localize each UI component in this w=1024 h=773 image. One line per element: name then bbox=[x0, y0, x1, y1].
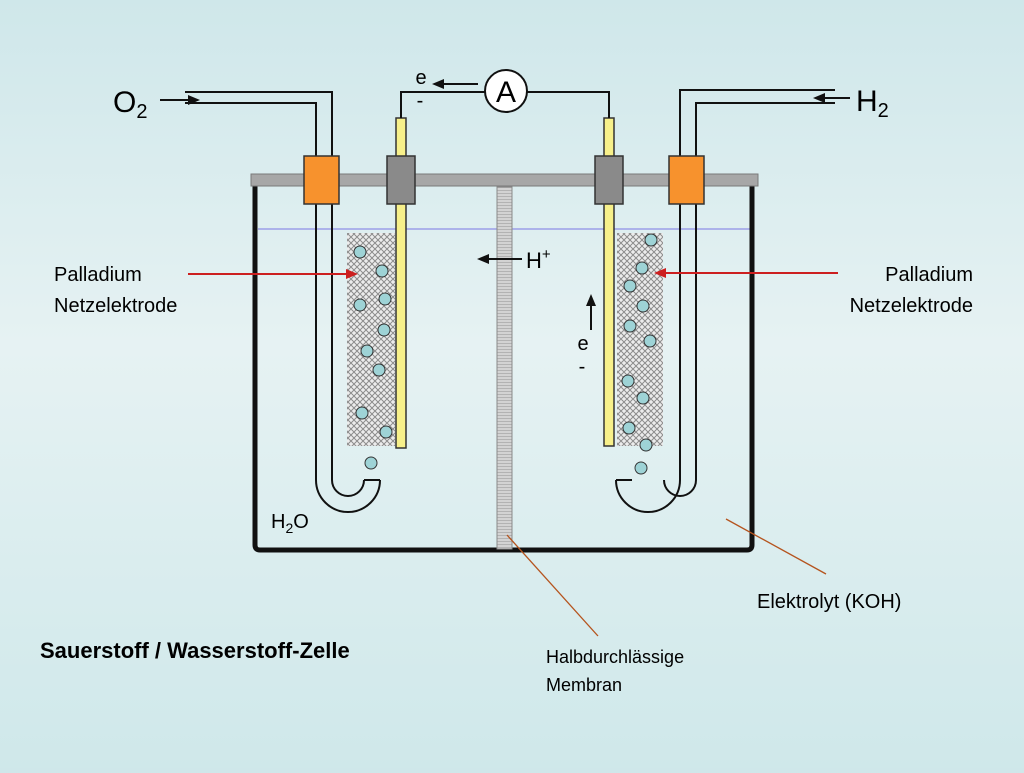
membrane-leader-line bbox=[506, 534, 599, 637]
electrode-label-right-line1: Palladium bbox=[885, 264, 973, 286]
membrane-label-line2: Membran bbox=[546, 675, 622, 695]
gas-bubble bbox=[636, 299, 650, 313]
pointer-arrow-right bbox=[654, 268, 838, 278]
electron-label-top: e bbox=[415, 67, 426, 89]
gas-bubble bbox=[364, 456, 378, 470]
membrane-label-line1: Halbdurchlässige bbox=[546, 647, 684, 667]
diagram-title: Sauerstoff / Wasserstoff-Zelle bbox=[40, 638, 350, 663]
electron-minus-top: - bbox=[417, 90, 424, 112]
gas-bubble bbox=[644, 233, 658, 247]
proton-label: H+ bbox=[526, 246, 551, 273]
electron-flow-arrow-right bbox=[586, 294, 596, 330]
gas-bubbles-left bbox=[353, 245, 393, 470]
gas-bubble bbox=[623, 319, 637, 333]
electron-label-right: e bbox=[577, 333, 588, 355]
gas-bubble bbox=[379, 425, 393, 439]
gas-bubbles-right bbox=[621, 233, 658, 475]
hydrogen-tube bbox=[615, 89, 835, 513]
oxygen-inlet-arrow bbox=[160, 95, 200, 105]
gas-bubble bbox=[643, 334, 657, 348]
membrane bbox=[496, 186, 513, 550]
gas-bubble bbox=[636, 391, 650, 405]
oxygen-label: O2 bbox=[113, 86, 147, 123]
electrode-label-right-line2: Netzelektrode bbox=[850, 295, 973, 317]
electron-flow-arrow-top bbox=[432, 79, 478, 89]
gas-bubble bbox=[377, 323, 391, 337]
gas-bubble bbox=[355, 406, 369, 420]
pointer-arrow-left bbox=[188, 269, 358, 279]
gas-bubble bbox=[622, 421, 636, 435]
gas-bubble bbox=[623, 279, 637, 293]
circuit-wire-right bbox=[527, 91, 610, 118]
circuit-wire-left bbox=[400, 91, 485, 118]
electrode-label-left-line1: Palladium bbox=[54, 264, 142, 286]
oxygen-inlet-fitting bbox=[303, 155, 340, 205]
electron-minus-right: - bbox=[579, 356, 586, 378]
gas-bubble bbox=[621, 374, 635, 388]
oxygen-tube bbox=[185, 91, 381, 513]
cell-container bbox=[252, 180, 755, 553]
hydrogen-label: H2 bbox=[856, 85, 889, 122]
cell-lid bbox=[250, 173, 759, 187]
gas-bubble bbox=[372, 363, 386, 377]
gas-bubble bbox=[375, 264, 389, 278]
water-label: H2O bbox=[271, 511, 309, 536]
gas-bubble bbox=[378, 292, 392, 306]
ammeter-label: A bbox=[496, 76, 516, 109]
hydrogen-inlet-fitting bbox=[668, 155, 705, 205]
electrode-clamp-left bbox=[386, 155, 416, 205]
gas-bubble bbox=[639, 438, 653, 452]
electrode-label-left-line2: Netzelektrode bbox=[54, 295, 177, 317]
electrode-clamp-right bbox=[594, 155, 624, 205]
gas-bubble bbox=[360, 344, 374, 358]
gas-bubble bbox=[635, 261, 649, 275]
electrolyte-leader-line bbox=[725, 518, 827, 575]
gas-bubble bbox=[353, 245, 367, 259]
ammeter: A bbox=[484, 69, 528, 113]
electrolyte-label: Elektrolyt (KOH) bbox=[757, 591, 901, 613]
proton-flow-arrow bbox=[477, 254, 522, 264]
gas-bubble bbox=[353, 298, 367, 312]
hydrogen-inlet-arrow bbox=[813, 93, 850, 103]
palladium-mesh-left bbox=[347, 233, 395, 446]
gas-bubble bbox=[634, 461, 648, 475]
